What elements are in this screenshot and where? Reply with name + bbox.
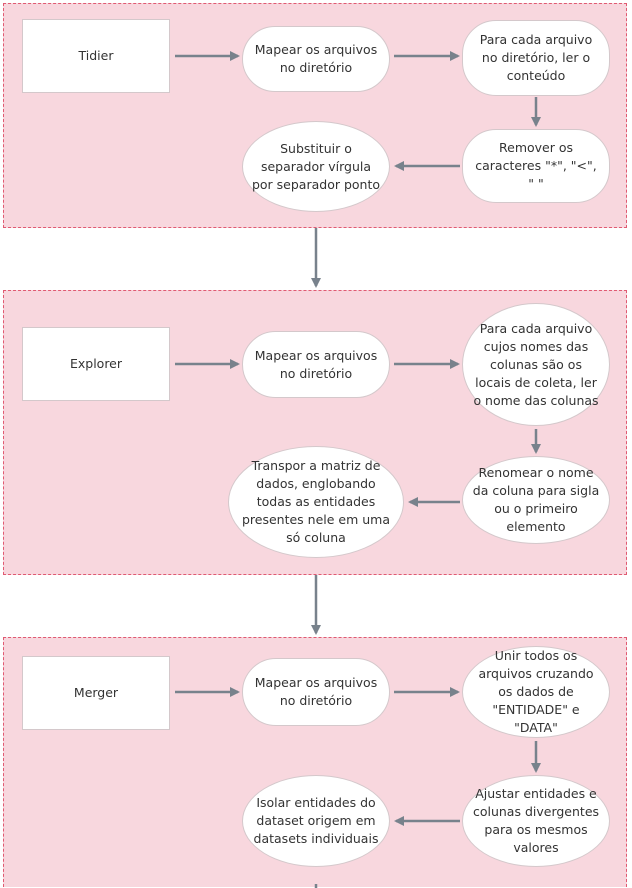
tidier-step-replace-separator: Substituir o separador vírgula por separ… [242, 121, 390, 212]
explorer-step-read-column-names: Para cada arquivo cujos nomes das coluna… [462, 303, 610, 426]
merger-step-map-files: Mapear os arquivos no diretório [242, 658, 390, 726]
merger-step-isolate-entities: Isolar entidades do dataset origem em da… [242, 775, 390, 867]
tidier-step-read-content: Para cada arquivo no diretório, ler o co… [462, 20, 610, 96]
tidier-step-remove-chars: Remover os caracteres "*", "<", " " [462, 129, 610, 203]
explorer-step-rename-column: Renomear o nome da coluna para sigla ou … [462, 456, 610, 544]
merger-step-join-files: Unir todos os arquivos cruzando os dados… [462, 646, 610, 738]
explorer-step-map-files: Mapear os arquivos no diretório [242, 331, 390, 398]
merger-module-box: Merger [22, 656, 170, 730]
explorer-module-box: Explorer [22, 327, 170, 401]
tidier-module-box: Tidier [22, 19, 170, 93]
tidier-step-map-files: Mapear os arquivos no diretório [242, 26, 390, 92]
merger-step-adjust-entities: Ajustar entidades e colunas divergentes … [462, 775, 610, 867]
explorer-step-transpose-matrix: Transpor a matriz de dados, englobando t… [228, 446, 404, 558]
